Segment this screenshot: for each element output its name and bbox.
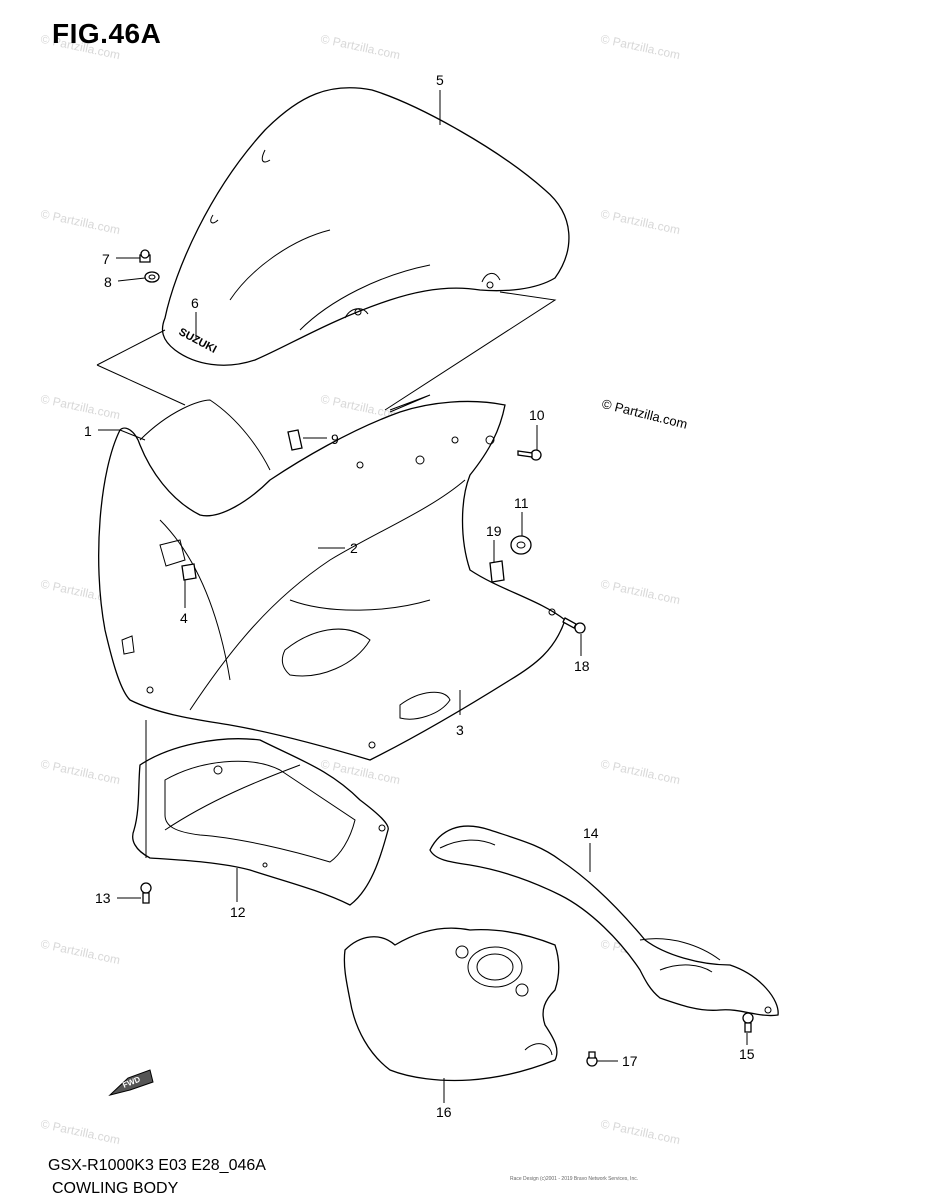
callout-7[interactable]: 7 <box>102 251 110 267</box>
screw-7[interactable] <box>139 249 151 263</box>
callout-6[interactable]: 6 <box>191 295 199 311</box>
screw-10[interactable] <box>517 449 542 461</box>
nut-4[interactable] <box>181 563 197 581</box>
screw-15[interactable] <box>742 1012 754 1033</box>
grommet-11[interactable] <box>510 535 532 555</box>
screw-18[interactable] <box>562 617 586 634</box>
heat-shield-part[interactable] <box>343 927 560 1082</box>
callout-2[interactable]: 2 <box>350 540 358 556</box>
callout-8[interactable]: 8 <box>104 274 112 290</box>
callout-15[interactable]: 15 <box>739 1046 755 1062</box>
callout-4[interactable]: 4 <box>180 610 188 626</box>
callout-5[interactable]: 5 <box>436 72 444 88</box>
callout-12[interactable]: 12 <box>230 904 246 920</box>
leader-lines <box>98 90 748 1103</box>
clip-9[interactable] <box>287 429 303 451</box>
callout-17[interactable]: 17 <box>622 1053 638 1069</box>
screw-17[interactable] <box>586 1051 598 1067</box>
callout-14[interactable]: 14 <box>583 825 599 841</box>
callout-13[interactable]: 13 <box>95 890 111 906</box>
bracket-19[interactable] <box>489 560 505 583</box>
washer-8[interactable] <box>144 271 160 283</box>
inner-panel-part[interactable] <box>429 825 779 1017</box>
phantom-outline <box>96 291 557 413</box>
small-print: Race Design (c)2001 - 2019 Bravo Network… <box>510 1176 639 1182</box>
callout-3[interactable]: 3 <box>456 722 464 738</box>
callout-11[interactable]: 11 <box>514 495 529 511</box>
diagram-name: COWLING BODY <box>52 1180 179 1197</box>
screw-13[interactable] <box>140 882 152 904</box>
figure-title: FIG.46A <box>52 18 162 49</box>
callout-19[interactable]: 19 <box>486 523 502 539</box>
upper-cowling-part[interactable] <box>98 399 566 761</box>
callout-9[interactable]: 9 <box>331 431 339 447</box>
diagram-code: GSX-R1000K3 E03 E28_046A <box>48 1157 266 1174</box>
under-cover-part[interactable] <box>132 738 389 906</box>
callout-18[interactable]: 18 <box>574 658 590 674</box>
callout-16[interactable]: 16 <box>436 1104 452 1120</box>
forward-arrow-icon: FWD <box>108 1069 154 1096</box>
windscreen-part[interactable]: SUZUKI <box>161 87 570 366</box>
callout-1[interactable]: 1 <box>84 423 92 439</box>
callout-10[interactable]: 10 <box>529 407 545 423</box>
